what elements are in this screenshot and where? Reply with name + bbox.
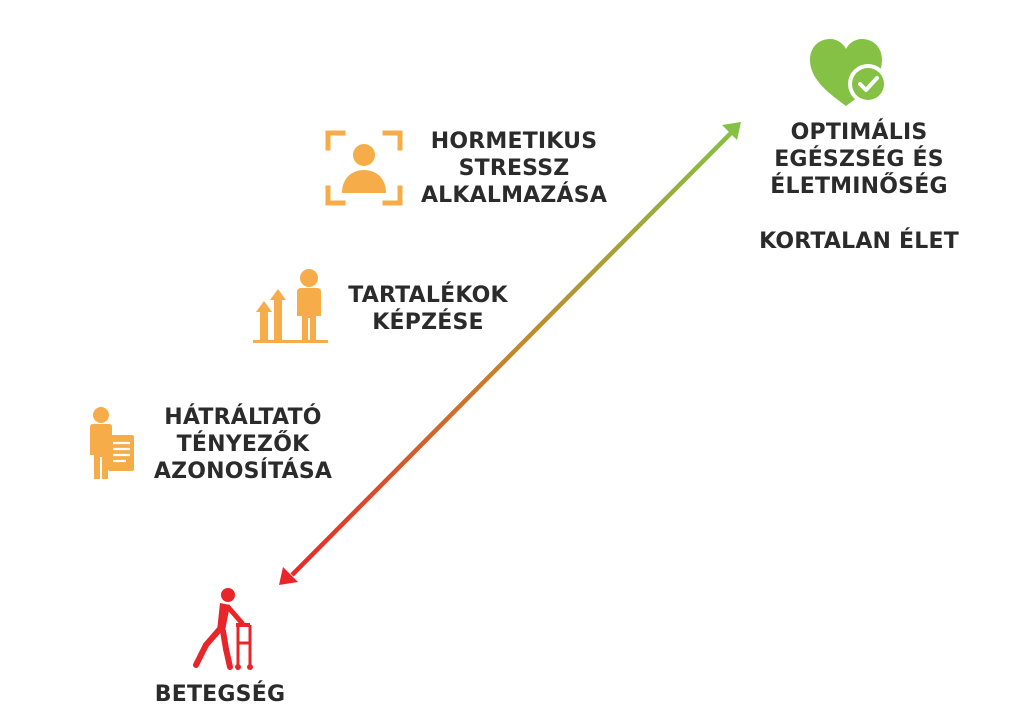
label-identifying-factors: HÁTRÁLTATÓ TÉNYEZŐK AZONOSÍTÁSA: [153, 405, 333, 484]
heart-checkmark-icon: [810, 39, 888, 106]
label-ageless-life: KORTALAN ÉLET: [759, 229, 959, 254]
arrowhead-up: [722, 122, 741, 140]
elderly-walker-icon: [193, 588, 253, 670]
label-optimal-health: OPTIMÁLIS EGÉSZSÉG ÉS ÉLETMINŐSÉG: [770, 120, 948, 199]
label-building-reserves: TARTALÉKOK KÉPZÉSE: [348, 283, 508, 335]
growth-arrows-person-icon: [253, 269, 328, 343]
arrowhead-down: [279, 567, 298, 585]
person-document-icon: [90, 407, 134, 479]
label-hormetic-stress: HORMETIKUS STRESSZ ALKALMAZÁSA: [420, 129, 608, 208]
face-scan-icon: [325, 130, 403, 206]
label-disease: BETEGSÉG: [154, 682, 286, 707]
